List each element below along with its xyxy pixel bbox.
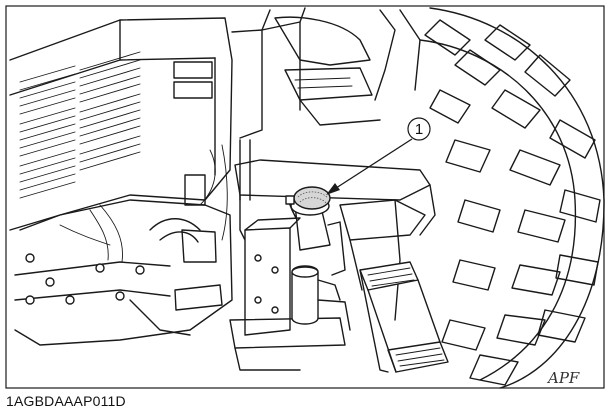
fender-and-tank-body xyxy=(234,159,436,321)
engine-block xyxy=(14,144,233,346)
callout-circle xyxy=(407,117,431,141)
fuel-filter-cylinder xyxy=(291,221,351,331)
callout-leader-line xyxy=(332,138,413,191)
callout-1: 1 xyxy=(326,117,431,195)
rear-tire-right xyxy=(419,7,605,389)
hood-vent-grille xyxy=(19,51,141,199)
battery-and-bracket xyxy=(229,217,346,371)
artist-signature-mark: APF xyxy=(546,369,580,387)
engine-hood-left xyxy=(9,17,301,231)
figure-code-caption: 1AGBDAAAP011D xyxy=(6,393,126,409)
callout-arrowhead xyxy=(326,183,340,195)
fuel-tank-filler-cap xyxy=(285,186,331,251)
callout-number: 1 xyxy=(415,121,423,138)
access-steps xyxy=(349,239,449,373)
